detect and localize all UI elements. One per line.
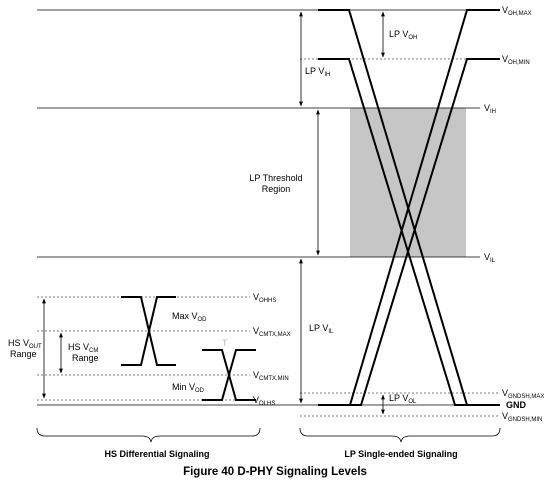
lp-vil-label: LP VIL bbox=[309, 323, 334, 335]
voh-min-label: VOH,MIN bbox=[502, 54, 530, 66]
hs-vout-label-line2: Range bbox=[10, 349, 37, 359]
lp-section-label: LP Single-ended Signaling bbox=[344, 449, 457, 459]
vgndsh-min-label: VGNDSH,MIN bbox=[502, 411, 542, 423]
lp-vol-label: LP VOL bbox=[389, 393, 417, 405]
lp-voh-label: LP VOH bbox=[389, 29, 417, 41]
hs-vcm-label-line1: HS VCM bbox=[68, 342, 98, 354]
lp-threshold-label-line1: LP Threshold bbox=[249, 173, 302, 183]
vcmtx-max-label: VCMTX,MAX bbox=[253, 326, 291, 338]
lp-vih-label: LP VIH bbox=[305, 66, 330, 78]
lp-waveform-rising-min bbox=[350, 58, 500, 406]
vohhs-label: VOHHS bbox=[253, 292, 276, 304]
vgndsh-max-label: VGNDSH,MAX bbox=[502, 388, 544, 400]
hs-section-label: HS Differential Signaling bbox=[104, 449, 209, 459]
figure-caption: Figure 40 D-PHY Signaling Levels bbox=[183, 466, 367, 478]
lp-threshold-region bbox=[350, 108, 466, 257]
max-vod-label: Max VOD bbox=[172, 311, 207, 323]
volhs-label: VOLHS bbox=[253, 395, 275, 407]
lp-threshold-label-line2: Region bbox=[262, 184, 291, 194]
lp-waveform-rising-max bbox=[318, 9, 500, 406]
lp-section-brace bbox=[299, 427, 501, 443]
vil-label: VIL bbox=[484, 252, 496, 264]
gnd-label: GND bbox=[506, 400, 527, 410]
voh-max-label: VOH,MAX bbox=[502, 5, 532, 17]
hs-section-brace bbox=[36, 427, 261, 443]
min-vod-label: Min VOD bbox=[172, 382, 205, 394]
hs-max-vod-waveform-b bbox=[121, 296, 176, 366]
t-mark: T bbox=[222, 338, 228, 348]
hs-vout-label-line1: HS VOUT bbox=[8, 338, 42, 350]
hs-vcm-label-line2: Range bbox=[72, 353, 99, 363]
vih-label: VIH bbox=[484, 103, 496, 115]
hs-min-vod-waveform-b bbox=[202, 349, 256, 401]
vcmtx-min-label: VCMTX,MIN bbox=[253, 370, 289, 382]
